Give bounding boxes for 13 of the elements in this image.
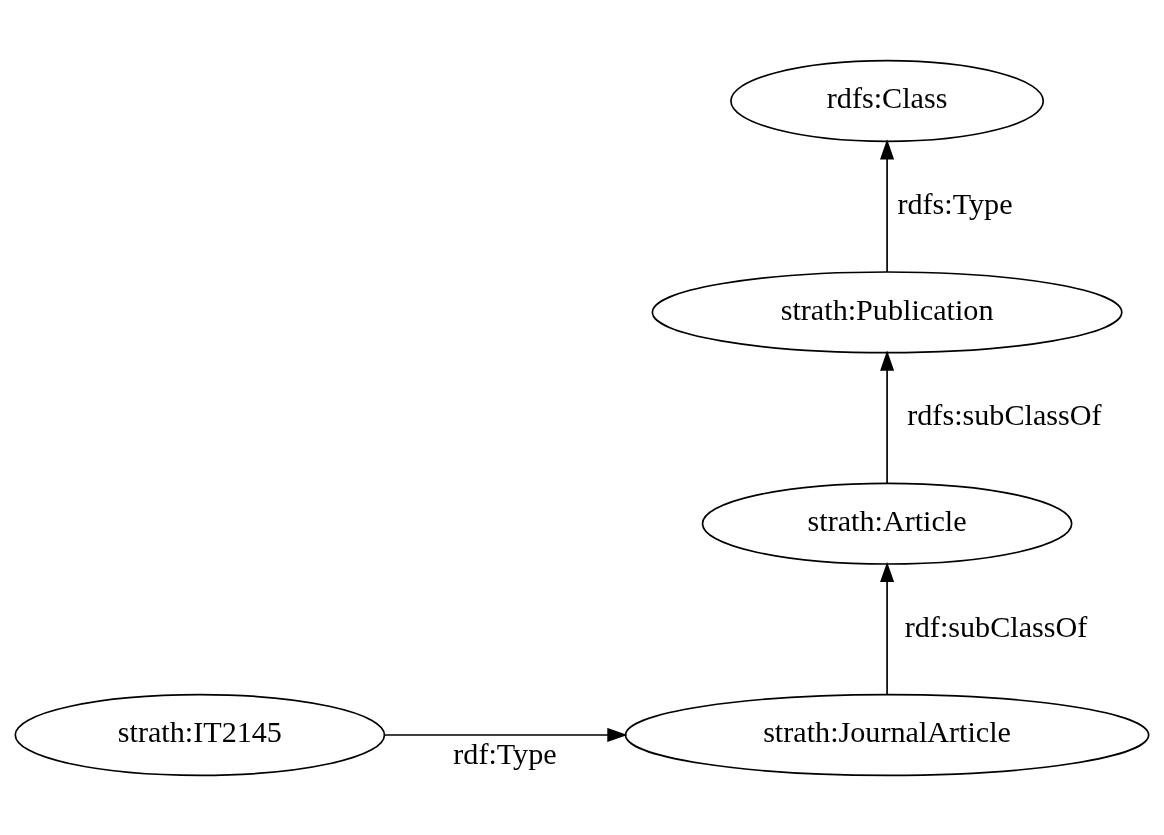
edge-label: rdfs:subClassOf	[907, 397, 1102, 432]
node-ellipse: strath:Article	[701, 481, 1073, 565]
arrow	[880, 561, 895, 696]
arrow	[384, 727, 628, 742]
edge-label: rdfs:Type	[897, 186, 1013, 221]
arrow	[880, 138, 895, 273]
node-ellipse: strath:JournalArticle	[624, 693, 1150, 776]
node-ellipse: strath:IT2145	[14, 693, 386, 776]
edge-label: rdf:Type	[453, 736, 557, 771]
edge-label: rdf:subClassOf	[904, 609, 1088, 644]
node-ellipse: strath:Publication	[651, 270, 1123, 354]
arrow	[880, 350, 895, 484]
node-ellipse: rdfs:Class	[730, 59, 1045, 142]
